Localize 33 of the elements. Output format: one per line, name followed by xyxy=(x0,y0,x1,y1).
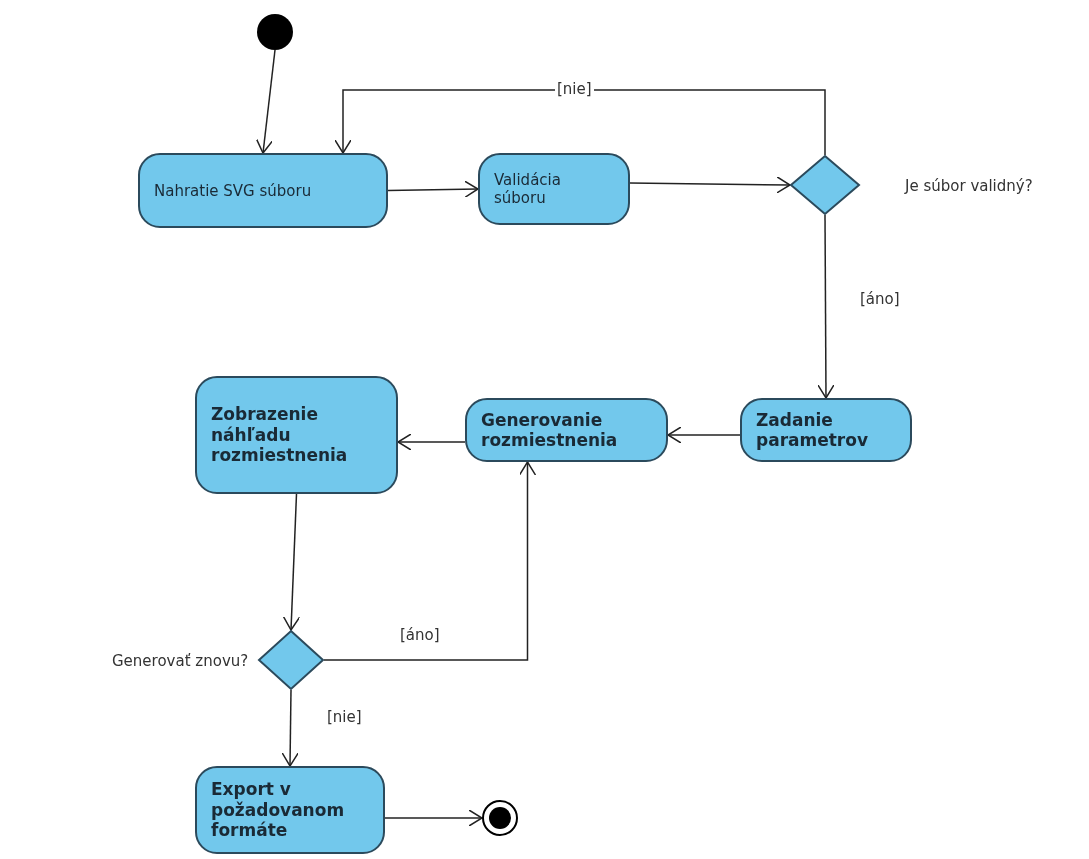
decision-diamond xyxy=(790,155,860,215)
guard-label: [nie] xyxy=(555,80,594,98)
action-box xyxy=(195,376,398,494)
arrow xyxy=(817,214,835,399)
action-text: Export v požadovanom formáte xyxy=(211,779,346,841)
arrow xyxy=(334,89,826,156)
decision-question: Je súbor validný? xyxy=(905,177,1033,195)
arrow xyxy=(629,176,791,194)
arrow xyxy=(255,49,276,154)
guard-label: [nie] xyxy=(325,708,364,726)
action-box xyxy=(465,398,668,462)
guard-label: [áno] xyxy=(858,290,902,308)
arrow xyxy=(387,180,479,198)
action-text: Zobrazenie náhľadu rozmiestnenia xyxy=(211,404,349,466)
action-box xyxy=(478,153,630,225)
arrow xyxy=(667,426,741,444)
arrow xyxy=(281,689,299,767)
arrow xyxy=(282,493,301,631)
guard-label: [áno] xyxy=(398,626,442,644)
arrow xyxy=(384,809,483,827)
arrow xyxy=(397,433,466,451)
initial-node xyxy=(257,14,293,50)
action-text: Zadanie parametrov xyxy=(756,409,869,451)
action-box xyxy=(138,153,388,228)
action-text: Validácia súboru xyxy=(494,171,562,207)
action-box xyxy=(195,766,385,854)
action-box xyxy=(740,398,912,462)
action-text: Generovanie rozmiestnenia xyxy=(481,409,619,451)
decision-question: Generovať znovu? xyxy=(112,652,249,670)
decision-diamond xyxy=(258,630,324,690)
arrow xyxy=(323,461,537,661)
final-node xyxy=(482,800,518,836)
action-text: Nahratie SVG súboru xyxy=(154,181,312,200)
